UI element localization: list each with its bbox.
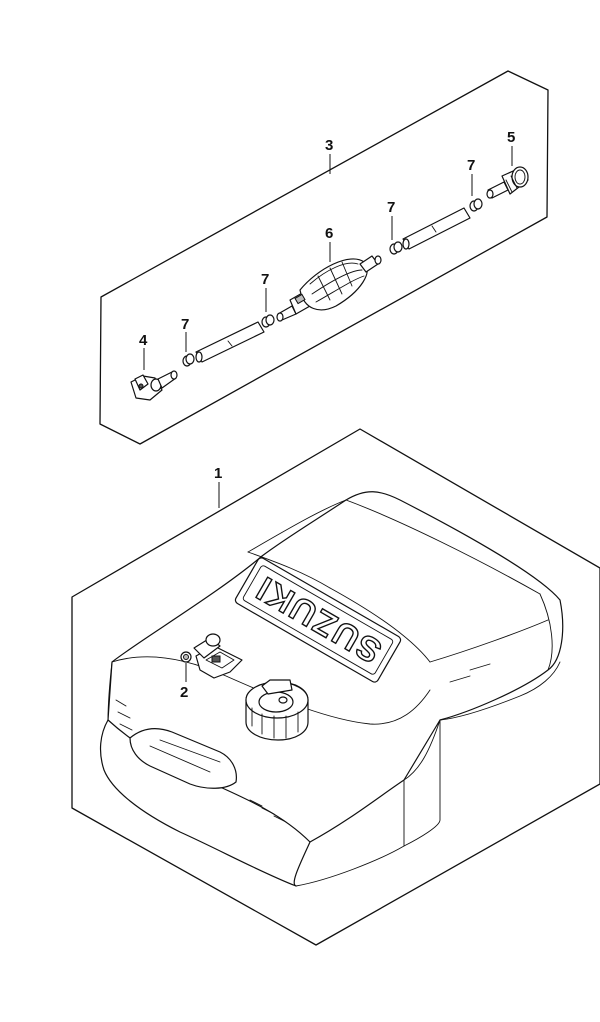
callout-5-label: 5 — [507, 129, 515, 146]
hose-clip-part-7b — [261, 314, 275, 328]
fuel-hose-assembly-panel: 3 4 7 7 — [99, 70, 549, 445]
callout-7a-label: 7 — [181, 316, 189, 333]
callout-4-label: 4 — [139, 332, 148, 349]
primer-bulb-part-6 — [276, 255, 382, 322]
hose-assembly-outline — [99, 70, 549, 445]
callout-2-label: 2 — [180, 684, 188, 701]
hose-clip-part-7d — [469, 198, 483, 212]
fuel-hose-segment-1 — [195, 321, 265, 363]
filler-cap — [245, 679, 309, 741]
callout-3-label: 3 — [325, 137, 333, 154]
fuel-tank-part-1 — [99, 491, 564, 887]
fuel-hose-segment-2 — [402, 207, 471, 250]
fuel-tank-panel: 1 — [71, 428, 600, 946]
fuel-tank-outline — [71, 428, 600, 946]
fuel-fitting-part-2 — [180, 633, 243, 679]
callout-7b-label: 7 — [261, 271, 269, 288]
callout-1-label: 1 — [214, 465, 222, 482]
callout-7d-label: 7 — [467, 157, 475, 174]
engine-connector-part-5 — [486, 166, 529, 199]
callout-6-label: 6 — [325, 225, 333, 242]
callout-7c-label: 7 — [387, 199, 395, 216]
hose-clip-part-7a — [182, 353, 195, 367]
hose-clip-part-7c — [389, 241, 403, 255]
tank-connector-part-4 — [130, 370, 178, 401]
